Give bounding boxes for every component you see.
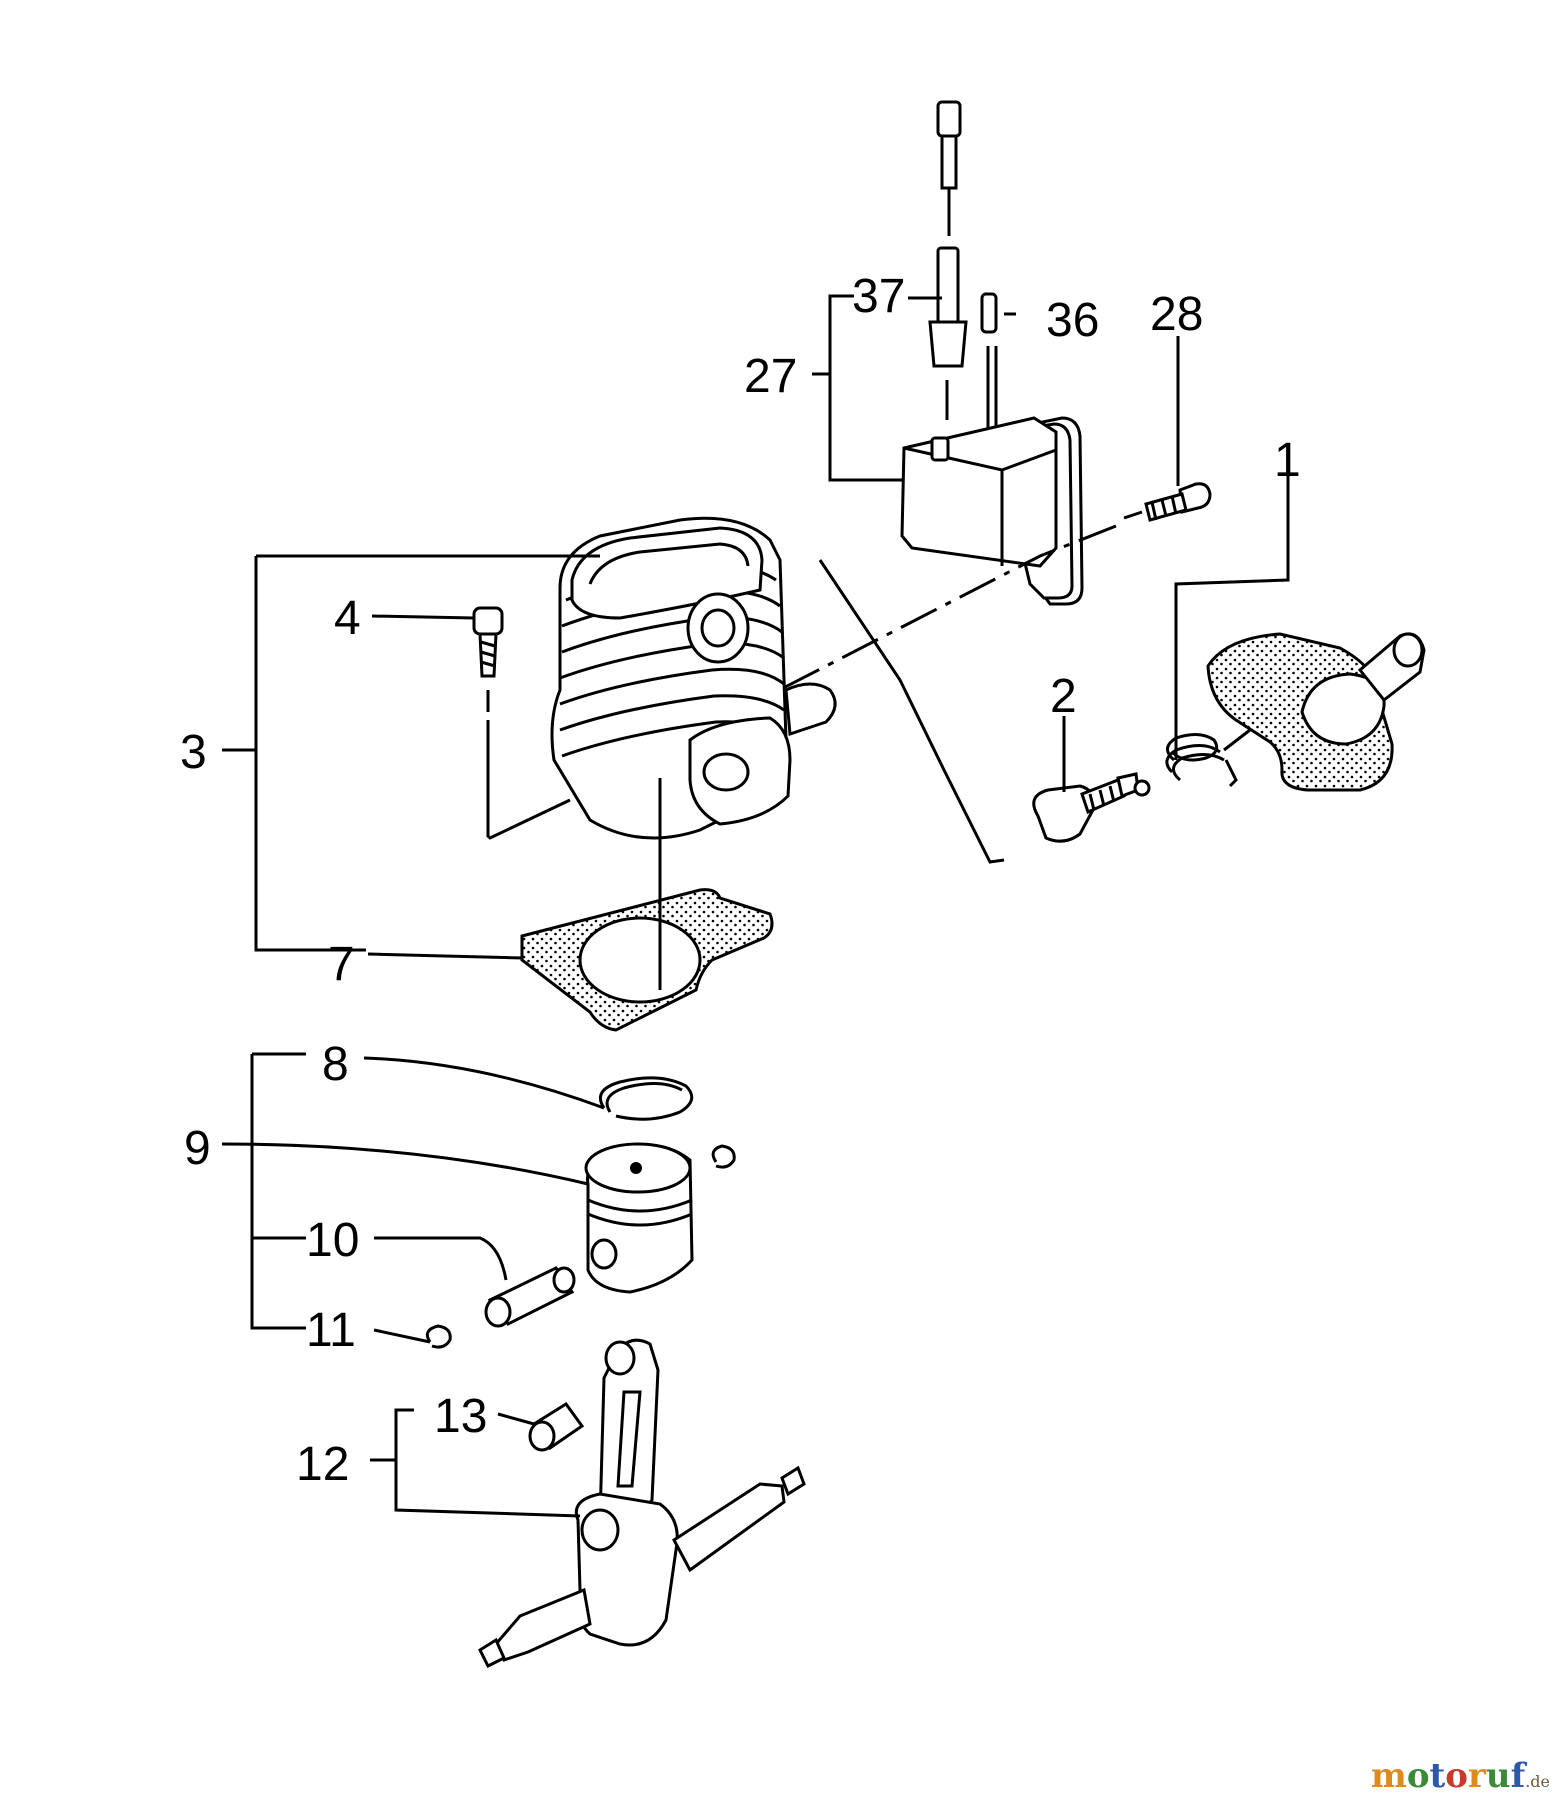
label-28: 28 [1150, 288, 1203, 341]
spring-part [1165, 733, 1238, 788]
piston-pin-part [484, 1266, 576, 1328]
motoruf-watermark: motoruf.de [1371, 1756, 1550, 1796]
label-7: 7 [328, 938, 355, 991]
watermark-letter: t [1429, 1756, 1446, 1796]
bolt-part-4 [472, 606, 571, 840]
bearing-part [528, 1401, 585, 1452]
label-11: 11 [306, 1304, 356, 1357]
piston-ring-part [599, 1076, 694, 1121]
label-36: 36 [1046, 294, 1099, 347]
label-12: 12 [296, 1438, 349, 1491]
label-27: 27 [744, 350, 797, 403]
cover-part [1206, 632, 1426, 792]
watermark-letter: m [1370, 1756, 1407, 1796]
watermark-suffix: .de [1525, 1772, 1550, 1791]
bolt-part-28 [1123, 482, 1212, 522]
piston-part [584, 1142, 736, 1294]
gasket-part [520, 840, 774, 1032]
label-2: 2 [1050, 670, 1077, 723]
label-10: 10 [306, 1214, 359, 1267]
watermark-letter: o [1445, 1756, 1468, 1796]
label-9: 9 [184, 1122, 211, 1175]
label-3: 3 [180, 726, 207, 779]
spark-plug-part [1032, 772, 1151, 843]
label-37: 37 [852, 270, 905, 323]
clip-part [425, 1324, 452, 1349]
watermark-letter: o [1406, 1756, 1430, 1796]
part-labels: 37 36 28 27 1 4 3 2 7 8 9 10 11 13 12 [180, 270, 1301, 1491]
spark-lead-part [928, 100, 968, 420]
watermark-letter: f [1510, 1756, 1526, 1796]
leader-lines [221, 294, 1290, 1518]
label-8: 8 [322, 1038, 349, 1091]
watermark-letter: r [1467, 1756, 1486, 1796]
pin-part [980, 292, 998, 446]
label-4: 4 [334, 592, 361, 645]
muffler-part [900, 416, 1084, 606]
watermark-letter: u [1485, 1756, 1511, 1796]
label-1: 1 [1274, 434, 1301, 487]
crankshaft-part [478, 1338, 806, 1669]
cylinder-part [550, 516, 837, 840]
label-13: 13 [434, 1390, 487, 1443]
